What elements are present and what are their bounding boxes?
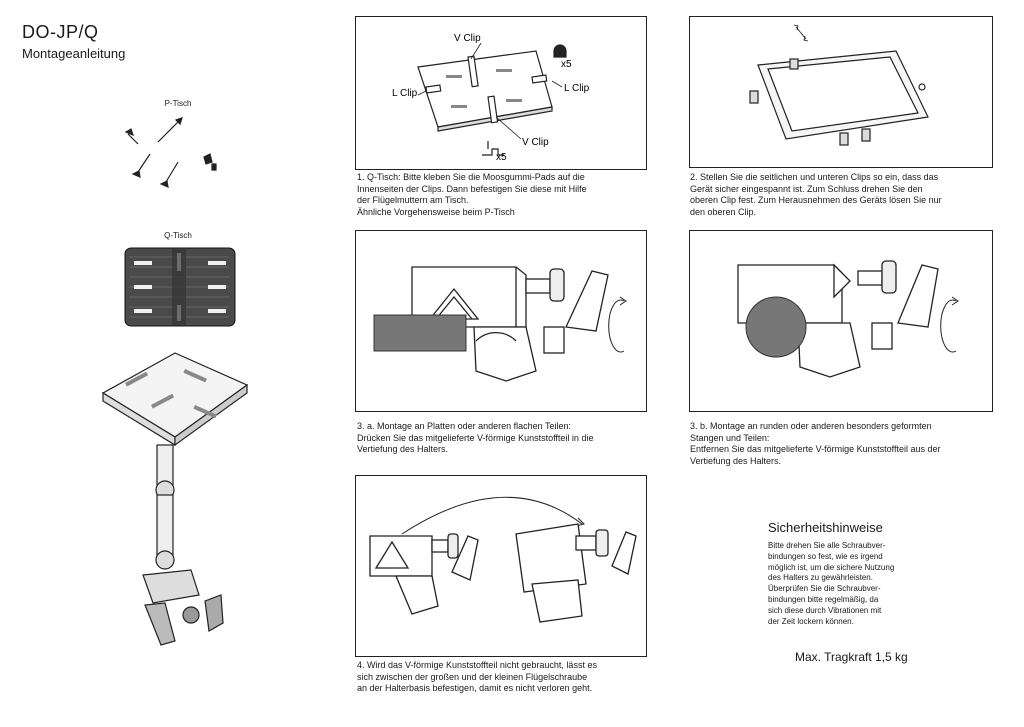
v-clip-top-label: V Clip — [454, 33, 481, 44]
safety-title: Sicherheitshinweise — [768, 520, 883, 535]
panel-step3a — [355, 230, 647, 412]
p-tisch-label: P-Tisch — [164, 99, 192, 108]
step4-caption: 4. Wird das V-förmige Kunststoffteil nic… — [357, 660, 597, 693]
clamp-flat-plate-illustration — [373, 266, 627, 382]
model-number: DO-JP/Q — [22, 22, 99, 42]
q-tisch-clips-illustration: V Clip L Clip L Clip V Clip x5 x5 — [392, 33, 590, 163]
max-load: Max. Tragkraft 1,5 kg — [795, 650, 908, 664]
safety-text: Bitte drehen Sie alle Schraubver- bindun… — [768, 541, 895, 626]
p-tisch-parts-illustration — [124, 117, 217, 188]
v-part-storage-illustration — [369, 496, 637, 623]
step1-caption: 1. Q-Tisch: Bitte kleben Sie die Moosgum… — [357, 172, 587, 217]
clamp-round-tube-illustration — [737, 260, 959, 378]
panel-step4 — [355, 475, 647, 657]
l-clip-left-label: L Clip — [392, 88, 418, 99]
panel-step3b — [689, 230, 993, 412]
step2-caption: 2. Stellen Sie die seitlichen und untere… — [690, 172, 942, 217]
step3a-caption: 3. a. Montage an Platten oder anderen fl… — [357, 421, 594, 454]
v-clip-bottom-label: V Clip — [522, 137, 549, 148]
panel-step2 — [689, 16, 993, 168]
tablet-clamped-illustration — [749, 24, 929, 146]
step3b-caption: 3. b. Montage an runden oder anderen bes… — [690, 421, 941, 466]
panel-step1: V Clip L Clip L Clip V Clip x5 x5 — [355, 16, 647, 170]
nuts-quantity-label: x5 — [496, 152, 507, 163]
q-tisch-tray-illustration — [124, 247, 236, 327]
holder-assembly-illustration — [101, 352, 249, 646]
pads-quantity-label: x5 — [561, 59, 572, 70]
page-subtitle: Montageanleitung — [22, 46, 126, 61]
q-tisch-label: Q-Tisch — [164, 231, 192, 240]
l-clip-right-label: L Clip — [564, 83, 590, 94]
